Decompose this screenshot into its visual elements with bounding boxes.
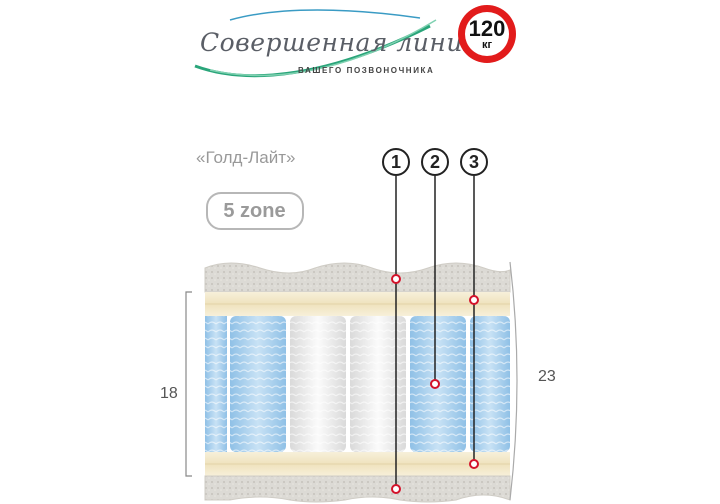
logo-script-text: Совершенная линия <box>200 28 480 57</box>
top-cover-layer <box>204 262 511 293</box>
max-load-value: 120 <box>468 16 506 41</box>
max-load-badge: 120 кг <box>458 5 516 63</box>
zone-badge: 5 zone <box>206 192 304 230</box>
marker-dot-icon <box>391 274 479 494</box>
layer-marker-2: 2 <box>421 148 449 176</box>
brand-logo: Совершенная линия ВАШЕГО ПОЗВОНОЧНИКА <box>190 6 479 86</box>
total-height-bracket <box>509 261 518 501</box>
max-load-unit: кг <box>481 39 493 51</box>
spring-height-label: 18 <box>160 385 178 402</box>
logo-subtitle: ВАШЕГО ПОЗВОНОЧНИКА <box>298 66 435 75</box>
logo-swoosh-icon <box>194 9 437 78</box>
layer-marker-3: 3 <box>460 148 488 176</box>
spring-height-bracket <box>185 291 192 477</box>
bottom-cover-layer <box>204 475 511 503</box>
zone-label: 5 zone <box>223 200 286 222</box>
total-height-label: 23 <box>538 368 556 385</box>
spring-block <box>205 316 510 452</box>
layer-marker-1: 1 <box>382 148 410 176</box>
model-name: «Голд-Лайт» <box>196 148 296 167</box>
